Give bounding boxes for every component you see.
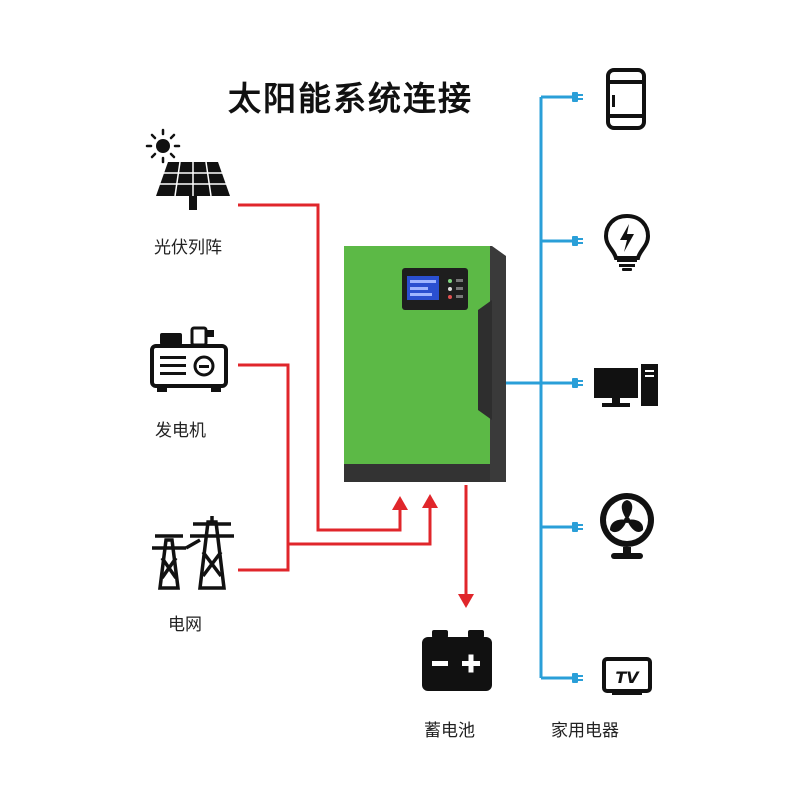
generator-label: 发电机 [155,421,206,441]
fan-icon [600,493,654,559]
grid-label: 电网 [168,615,202,635]
computer-icon [594,364,658,407]
generator-icon [150,326,228,392]
battery-arrow-head [458,594,474,608]
tv-text: TV [615,668,640,687]
bulb-icon [603,213,651,271]
appliances-label: 家用电器 [551,721,619,741]
generator-arrow-head [422,494,438,508]
phone-icon [606,68,646,130]
output-lines [505,95,572,680]
solar-panel-icon [156,161,230,210]
solar-label: 光伏列阵 [154,238,222,258]
sun-icon [145,128,181,164]
plug-icon [572,92,583,683]
inverter-display-panel [402,268,468,310]
battery-icon [422,630,492,691]
tv-icon: TV [602,657,652,695]
diagram-title: 太阳能系统连接 [228,79,473,118]
power-tower-icon [152,516,234,590]
input-lines [238,203,468,594]
grid-line [238,544,290,572]
solar-line [238,203,402,532]
battery-label: 蓄电池 [424,721,475,741]
solar-arrow-head [392,496,408,510]
inverter [344,246,506,482]
